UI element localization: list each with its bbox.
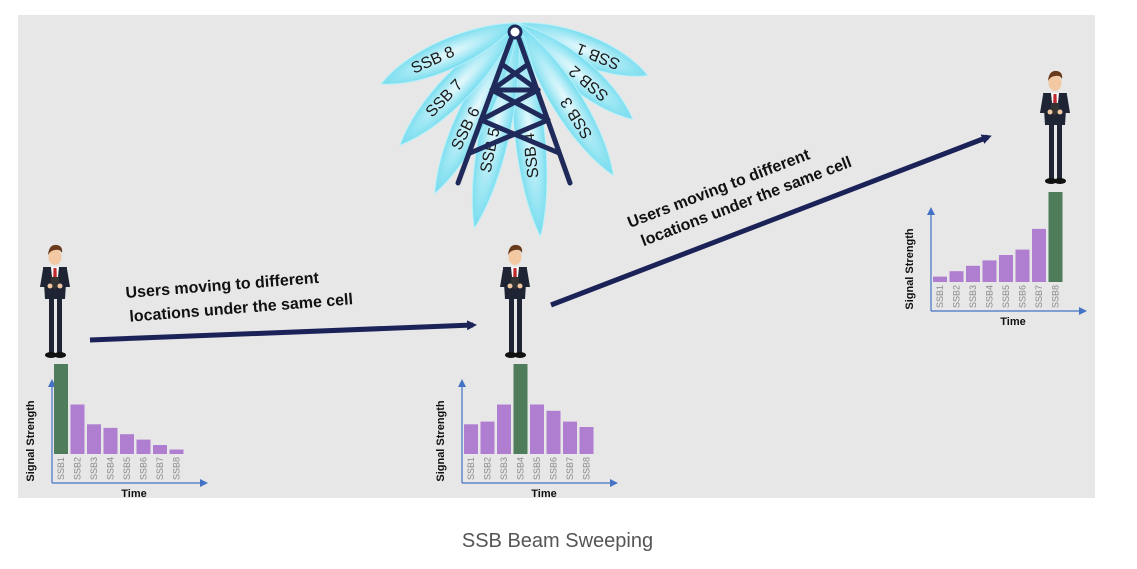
bar-ssb1	[933, 277, 947, 282]
tick-label: SSB1	[56, 457, 66, 480]
tick-label: SSB7	[565, 457, 575, 480]
bar-ssb3	[87, 424, 101, 454]
tick-label: SSB5	[1001, 285, 1011, 308]
tick-label: SSB3	[499, 457, 509, 480]
tick-label: SSB7	[155, 457, 165, 480]
tick-label: SSB5	[122, 457, 132, 480]
user-figure-icon	[500, 245, 530, 358]
figure-caption: SSB Beam Sweeping	[0, 530, 1115, 553]
movement-arrow-left	[90, 325, 473, 340]
tick-label: SSB4	[985, 285, 995, 308]
user-figure-icon	[1040, 71, 1070, 184]
tick-label: SSB6	[549, 457, 559, 480]
bar-ssb8	[1049, 192, 1063, 282]
tick-label: SSB7	[1034, 285, 1044, 308]
tick-label: SSB2	[73, 457, 83, 480]
bar-ssb7	[563, 422, 577, 454]
tick-label: SSB3	[89, 457, 99, 480]
tick-label: SSB6	[1018, 285, 1028, 308]
tick-label: SSB2	[952, 285, 962, 308]
bar-ssb5	[120, 434, 134, 454]
x-axis-label: Time	[531, 488, 556, 498]
bar-ssb2	[950, 271, 964, 282]
x-axis-label: Time	[1000, 316, 1025, 328]
bar-ssb7	[1032, 229, 1046, 282]
tick-label: SSB2	[483, 457, 493, 480]
bar-ssb6	[1016, 250, 1030, 282]
tick-label: SSB8	[1051, 285, 1061, 308]
tick-label: SSB1	[935, 285, 945, 308]
tick-label: SSB8	[172, 457, 182, 480]
bar-ssb8	[170, 450, 184, 455]
tick-label: SSB6	[139, 457, 149, 480]
x-axis-label: Time	[121, 488, 146, 498]
bar-ssb5	[530, 405, 544, 455]
y-axis-label: Signal Strength	[25, 400, 37, 482]
bar-ssb6	[137, 440, 151, 454]
bar-ssb2	[71, 405, 85, 455]
arrow-label-left: Users moving to different locations unde…	[125, 267, 354, 326]
bar-ssb6	[547, 411, 561, 454]
y-axis-label: Signal Strength	[904, 228, 916, 310]
bar-ssb5	[999, 255, 1013, 282]
user-figure-icon	[40, 245, 70, 358]
tick-label: SSB3	[968, 285, 978, 308]
tick-label: SSB8	[582, 457, 592, 480]
tick-label: SSB4	[106, 457, 116, 480]
bar-ssb3	[497, 405, 511, 455]
bar-ssb4	[983, 260, 997, 282]
tick-label: SSB4	[516, 457, 526, 480]
bar-ssb4	[514, 364, 528, 454]
bar-ssb7	[153, 445, 167, 454]
tick-label: SSB5	[532, 457, 542, 480]
bar-ssb3	[966, 266, 980, 282]
bar-ssb1	[54, 364, 68, 454]
bar-ssb4	[104, 428, 118, 454]
bar-ssb1	[464, 424, 478, 454]
tick-label: SSB1	[466, 457, 476, 480]
y-axis-label: Signal Strength	[435, 400, 447, 482]
bar-ssb8	[580, 427, 594, 454]
bar-ssb2	[481, 422, 495, 454]
